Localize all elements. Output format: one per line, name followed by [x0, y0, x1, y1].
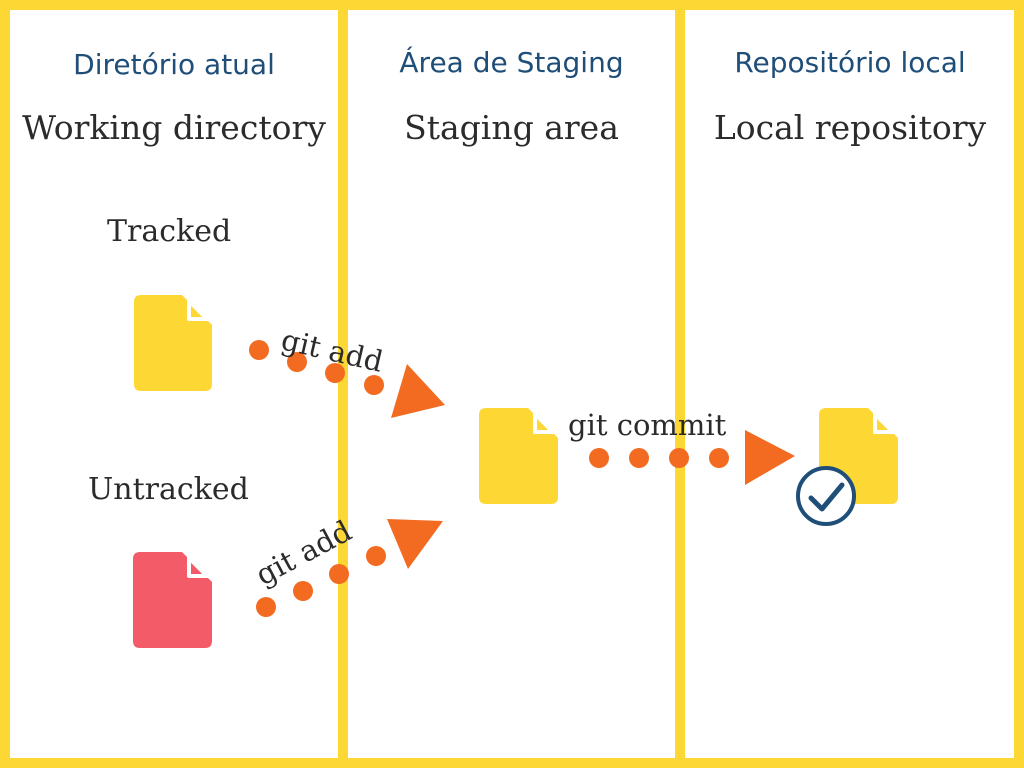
local-repository-subtitle: Local repository: [713, 108, 987, 147]
working-directory-title: Diretório atual: [73, 48, 275, 81]
working-directory-subtitle: Working directory: [22, 108, 326, 147]
staging-area-subtitle: Staging area: [404, 108, 619, 147]
column-divider-1: [338, 0, 348, 768]
staging-area-title: Área de Staging: [399, 46, 624, 79]
untracked-label: Untracked: [88, 472, 249, 507]
column-divider-2: [675, 0, 685, 768]
git-add-untracked-arrow: [256, 519, 443, 617]
staged-file-icon: [479, 408, 558, 504]
git-commit-label: git commit: [568, 408, 727, 442]
check-circle-icon: [796, 466, 856, 526]
tracked-file-icon: [134, 295, 212, 391]
local-repository-title: Repositório local: [734, 46, 966, 79]
untracked-file-icon: [133, 552, 212, 648]
tracked-label: Tracked: [107, 214, 232, 249]
git-commit-arrow: [589, 430, 795, 485]
git-add-tracked-arrow: [249, 340, 445, 418]
